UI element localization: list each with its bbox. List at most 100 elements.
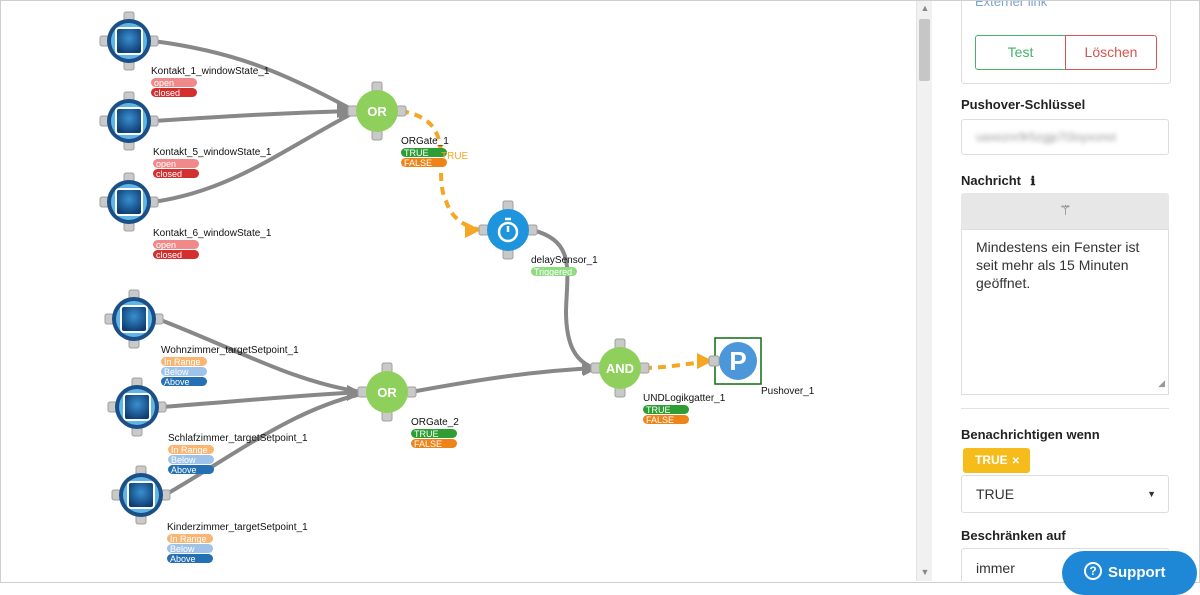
state-badge-text: open [154, 78, 174, 88]
node-label: Kinderzimmer_targetSetpoint_1 [167, 522, 308, 533]
support-button[interactable]: ?Support [1062, 551, 1197, 595]
message-toolbar: ⚚ [961, 193, 1169, 229]
pushover-glyph: P [729, 346, 746, 376]
arrowhead-icon [339, 106, 353, 120]
state-badge-text: TRUE [404, 148, 429, 158]
state-badge-text: open [156, 159, 176, 169]
state-badge [401, 148, 447, 157]
edge-label: TRUE [441, 151, 469, 162]
state-badge-text: Below [171, 455, 196, 465]
external-link[interactable]: Externer link [975, 1, 1048, 9]
connector-handle[interactable] [708, 355, 720, 367]
node-pushover[interactable]: P Pushover_1 [708, 337, 815, 397]
message-text: Mindestens ein Fenster ist seit mehr als… [976, 239, 1140, 291]
node-label: Schlafzimmer_targetSetpoint_1 [168, 433, 308, 444]
state-badge [168, 455, 214, 464]
resize-handle-icon[interactable]: ◢ [1158, 378, 1165, 388]
message-label-text: Nachricht [961, 173, 1021, 188]
gate-circle [356, 90, 398, 132]
node-label: Kontakt_6_windowState_1 [153, 228, 272, 239]
arrowhead-icon [347, 387, 361, 401]
pushover-key-field[interactable]: uaxeznr9r5zgjp7t3oyxonoi [961, 119, 1169, 155]
stopwatch-hand-icon [505, 217, 511, 232]
state-badge [151, 78, 197, 87]
chevron-down-icon: ▼ [1147, 489, 1156, 499]
notify-label: Benachrichtigen wenn [961, 427, 1100, 442]
divider [961, 408, 1169, 409]
support-label: Support [1108, 564, 1166, 581]
state-badge [161, 377, 207, 386]
flow-edge [163, 392, 362, 497]
node-wohn[interactable]: Wohnzimmer_targetSetpoint_1In RangeBelow… [104, 289, 299, 387]
flow-edge [157, 317, 362, 394]
state-badge [168, 445, 214, 454]
state-badge [161, 357, 207, 366]
notify-select[interactable]: TRUE ▼ [961, 475, 1169, 513]
flow-edge [160, 390, 362, 409]
flow-nodes: Kontakt_1_windowState_1openclosedKontakt… [99, 11, 815, 564]
node-kinder[interactable]: Kinderzimmer_targetSetpoint_1In RangeBel… [111, 465, 308, 564]
state-badge-text: FALSE [646, 415, 674, 425]
notify-select-value: TRUE [976, 486, 1015, 502]
state-badge-text: In Range [171, 445, 208, 455]
state-badge [153, 159, 199, 168]
notify-chip-text: TRUE [975, 453, 1008, 467]
flow-edges [152, 39, 714, 497]
state-badge-text: closed [156, 250, 182, 260]
node-label: Kontakt_1_windowState_1 [151, 66, 270, 77]
state-badge [643, 405, 689, 414]
state-badge [168, 465, 214, 474]
scroll-up-icon[interactable]: ▲ [920, 3, 930, 13]
arrowhead-icon [583, 362, 597, 376]
state-badge [167, 554, 213, 563]
state-badge [401, 158, 447, 167]
properties-panel: Externer link Test Löschen Pushover-Schl… [933, 1, 1199, 581]
state-badge [153, 240, 199, 249]
state-badge-text: Below [170, 544, 195, 554]
flow-edge [152, 111, 354, 204]
test-button[interactable]: Test [975, 35, 1066, 70]
sensor-icon [123, 393, 151, 421]
arrowhead-icon [465, 222, 481, 238]
sensor-icon [115, 27, 143, 55]
message-label: Nachricht ℹ [961, 173, 1035, 188]
restrict-label: Beschränken auf [961, 528, 1066, 543]
gate-circle [366, 371, 408, 413]
state-badge-text: Above [170, 554, 196, 564]
node-label: UNDLogikgatter_1 [643, 393, 726, 404]
magic-wand-icon[interactable]: ⚚ [1059, 202, 1072, 218]
pushover-key-label: Pushover-Schlüssel [961, 97, 1086, 112]
node-schlaf[interactable]: Schlafzimmer_targetSetpoint_1In RangeBel… [107, 377, 308, 475]
notify-chip: TRUE✕ [963, 448, 1030, 473]
state-badge-text: In Range [170, 534, 207, 544]
state-badge-text: Above [171, 465, 197, 475]
state-badge [153, 169, 199, 178]
state-badge-text: TRUE [646, 405, 671, 415]
gate-text: AND [606, 361, 634, 376]
gate-text: OR [377, 385, 397, 400]
sensor-icon [120, 305, 148, 333]
flow-edge [152, 39, 352, 111]
info-icon[interactable]: ℹ [1030, 174, 1036, 188]
sensor-icon [115, 188, 143, 216]
flow-edge [410, 366, 597, 394]
stopwatch-icon [497, 221, 519, 243]
flow-canvas[interactable]: Kontakt_1_windowState_1openclosedKontakt… [1, 1, 915, 581]
message-textarea[interactable]: Mindestens ein Fenster ist seit mehr als… [961, 229, 1169, 395]
node-label: Pushover_1 [761, 386, 815, 397]
state-badge-text: closed [154, 88, 180, 98]
state-badge [167, 534, 213, 543]
scroll-down-icon[interactable]: ▼ [920, 567, 930, 577]
scrollbar-thumb[interactable] [919, 19, 930, 81]
delete-button[interactable]: Löschen [1065, 35, 1157, 70]
chip-remove-icon[interactable]: ✕ [1011, 456, 1021, 467]
canvas-scrollbar[interactable]: ▲ ▼ [916, 1, 932, 581]
node-label: ORGate_1 [401, 136, 449, 147]
